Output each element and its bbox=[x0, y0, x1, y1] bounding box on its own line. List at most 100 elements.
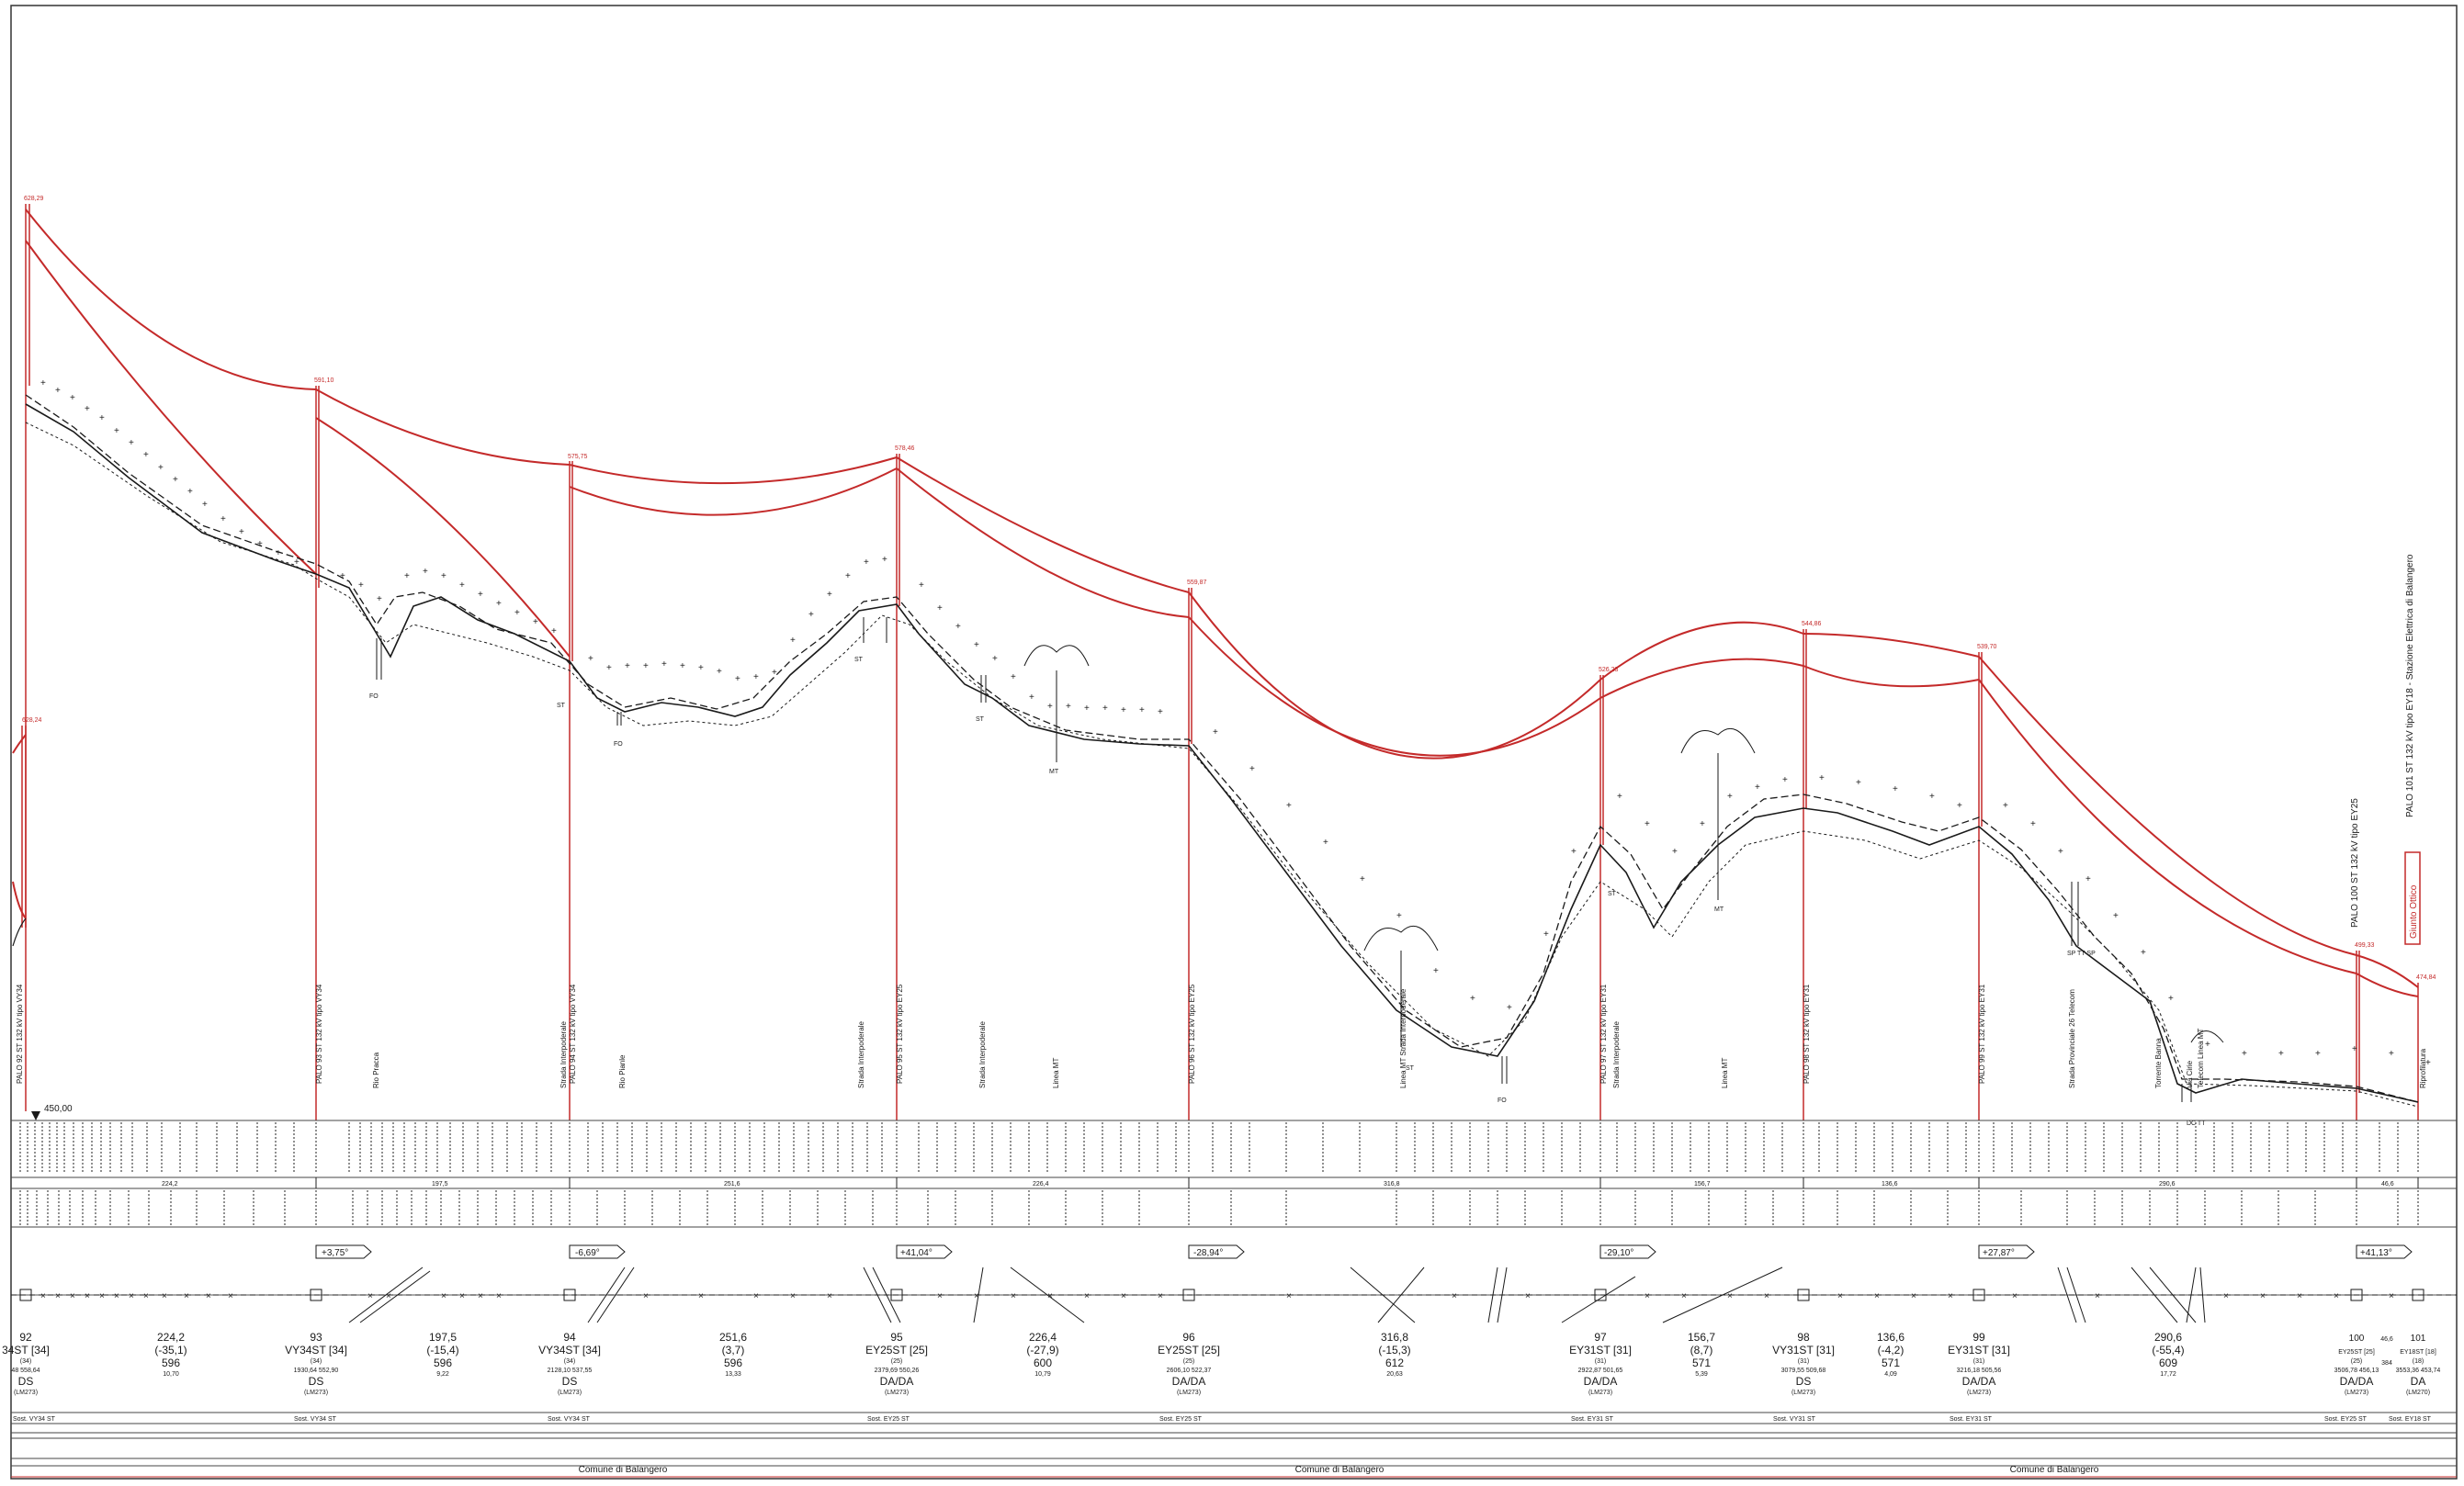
svg-text:×: × bbox=[2223, 1291, 2229, 1301]
svg-text:+: + bbox=[1507, 1003, 1512, 1013]
svg-text:+: + bbox=[239, 527, 244, 537]
svg-text:×: × bbox=[228, 1291, 233, 1301]
svg-text:(LM270): (LM270) bbox=[2406, 1390, 2430, 1396]
svg-text:+: + bbox=[1121, 705, 1126, 715]
svg-text:+: + bbox=[220, 514, 226, 524]
svg-text:(LM273): (LM273) bbox=[1967, 1390, 1991, 1396]
tower-info-blocks: 92 34ST [34] (34) 48 558,64 DS (LM273) 9… bbox=[2, 1331, 2440, 1396]
svg-text:+: + bbox=[478, 590, 483, 600]
svg-text:×: × bbox=[129, 1291, 134, 1301]
svg-text:×: × bbox=[40, 1291, 46, 1301]
terrain-label: ST bbox=[557, 703, 566, 709]
svg-text:×: × bbox=[70, 1291, 75, 1301]
svg-text:+: + bbox=[1470, 994, 1475, 1004]
svg-text:×: × bbox=[1047, 1291, 1053, 1301]
svg-text:(25): (25) bbox=[2351, 1358, 2362, 1365]
svg-text:×: × bbox=[1121, 1291, 1126, 1301]
terrain-label: SP TT SP bbox=[2067, 951, 2096, 957]
svg-text:+: + bbox=[698, 663, 704, 673]
svg-text:+: + bbox=[1929, 792, 1935, 802]
svg-text:224,2: 224,2 bbox=[157, 1331, 185, 1344]
svg-text:×: × bbox=[1158, 1291, 1163, 1301]
svg-text:316,8: 316,8 bbox=[1381, 1331, 1408, 1344]
svg-text:×: × bbox=[643, 1291, 649, 1301]
support-type-row: Sost. VY34 ST Sost. VY34 ST Sost. VY34 S… bbox=[13, 1416, 2432, 1423]
feature-label: Strada Interpoderale bbox=[559, 1021, 568, 1088]
svg-text:(-35,1): (-35,1) bbox=[154, 1344, 186, 1357]
svg-text:+: + bbox=[404, 571, 410, 581]
svg-text:×: × bbox=[2389, 1291, 2394, 1301]
svg-text:DS: DS bbox=[309, 1375, 324, 1388]
tower-plan-symbols bbox=[19, 1289, 2424, 1301]
terminal-label: PALO 100 ST 132 kV tipo EY25 bbox=[2350, 798, 2360, 928]
span-mid: 46,6 bbox=[2381, 1181, 2394, 1188]
svg-text:+: + bbox=[1433, 966, 1439, 976]
svg-text:Sost. EY31 ST: Sost. EY31 ST bbox=[1571, 1416, 1614, 1423]
datum-marker bbox=[31, 1111, 40, 1120]
conductor-lines bbox=[12, 208, 2419, 997]
svg-text:+: + bbox=[1249, 764, 1255, 774]
tower-label: PALO 94 ST 132 kV tipo VY34 bbox=[569, 984, 577, 1084]
svg-text:+: + bbox=[2278, 1049, 2284, 1059]
svg-text:48 558,64: 48 558,64 bbox=[11, 1368, 40, 1374]
svg-text:+: + bbox=[1645, 819, 1650, 829]
svg-text:×: × bbox=[1452, 1291, 1457, 1301]
svg-text:34ST [34]: 34ST [34] bbox=[2, 1344, 50, 1357]
svg-text:2922,87 501,65: 2922,87 501,65 bbox=[1578, 1368, 1623, 1374]
tower-block: 92 34ST [34] (34) 48 558,64 DS (LM273) bbox=[2, 1331, 50, 1396]
svg-text:+: + bbox=[992, 654, 998, 664]
svg-text:+: + bbox=[1066, 702, 1071, 712]
svg-text:92: 92 bbox=[19, 1331, 32, 1344]
svg-text:×: × bbox=[206, 1291, 211, 1301]
svg-text:(34): (34) bbox=[311, 1358, 322, 1365]
svg-text:(31): (31) bbox=[1973, 1358, 1984, 1365]
svg-text:×: × bbox=[1727, 1291, 1733, 1301]
svg-text:+: + bbox=[1571, 847, 1577, 857]
svg-text:+: + bbox=[1084, 704, 1090, 714]
terrain-label: ST bbox=[976, 716, 985, 723]
svg-text:+: + bbox=[1543, 929, 1549, 940]
svg-text:×: × bbox=[790, 1291, 796, 1301]
svg-text:DS: DS bbox=[562, 1375, 578, 1388]
span-mid: 290,6 bbox=[2159, 1181, 2176, 1188]
svg-text:Sost. EY25 ST: Sost. EY25 ST bbox=[867, 1416, 910, 1423]
svg-text:×: × bbox=[1645, 1291, 1650, 1301]
terrain-label: MT bbox=[1714, 906, 1724, 913]
svg-text:(31): (31) bbox=[1595, 1358, 1606, 1365]
angle-value: +41,13° bbox=[2360, 1248, 2392, 1258]
svg-text:+: + bbox=[85, 404, 90, 414]
svg-text:197,5: 197,5 bbox=[429, 1331, 457, 1344]
svg-text:97: 97 bbox=[1594, 1331, 1607, 1344]
tower-block: 98 VY31ST [31] (31) 3079,55 509,68 DS (L… bbox=[1772, 1331, 1835, 1396]
svg-text:+: + bbox=[955, 622, 961, 632]
svg-text:(LM273): (LM273) bbox=[885, 1390, 909, 1396]
svg-text:DA/DA: DA/DA bbox=[880, 1375, 914, 1388]
svg-text:+: + bbox=[1755, 782, 1760, 793]
feature-label: Strada Provinciale 26 Telecom bbox=[2068, 989, 2076, 1088]
feature-label: Rio Pracca bbox=[372, 1052, 380, 1088]
svg-text:+: + bbox=[340, 571, 345, 581]
svg-text:×: × bbox=[974, 1291, 979, 1301]
svg-text:×: × bbox=[459, 1291, 465, 1301]
svg-text:156,7: 156,7 bbox=[1688, 1331, 1715, 1344]
svg-text:96: 96 bbox=[1182, 1331, 1195, 1344]
svg-text:+: + bbox=[1139, 705, 1145, 715]
svg-text:Sost. EY25 ST: Sost. EY25 ST bbox=[2324, 1416, 2368, 1423]
svg-text:+: + bbox=[661, 659, 667, 670]
tower-block: 94 VY34ST [34] (34) 2128,10 537,55 DS (L… bbox=[538, 1331, 601, 1396]
height-label: 575,75 bbox=[568, 454, 588, 460]
svg-text:+: + bbox=[974, 640, 979, 650]
svg-text:+: + bbox=[1617, 792, 1622, 802]
tower-block: 95 EY25ST [25] (25) 2379,69 550,26 DA/DA… bbox=[865, 1331, 928, 1396]
svg-text:+: + bbox=[937, 603, 943, 614]
tower-label: PALO 96 ST 132 kV tipo EY25 bbox=[1188, 984, 1196, 1084]
angle-tags: +3,75° -6,69° +41,04° -28,94° -29,10° +2… bbox=[315, 1244, 2413, 1259]
height-label: 559,87 bbox=[1187, 580, 1207, 586]
svg-text:VY31ST [31]: VY31ST [31] bbox=[1772, 1344, 1835, 1357]
terrain-profiles bbox=[12, 394, 2419, 1108]
svg-text:Sost. EY18 ST: Sost. EY18 ST bbox=[2389, 1416, 2432, 1423]
svg-text:+: + bbox=[551, 626, 557, 636]
tower-block: 100 EY25ST [25] (25) 3506,78 456,13 DA/D… bbox=[2334, 1334, 2379, 1396]
svg-text:+: + bbox=[1029, 692, 1034, 703]
